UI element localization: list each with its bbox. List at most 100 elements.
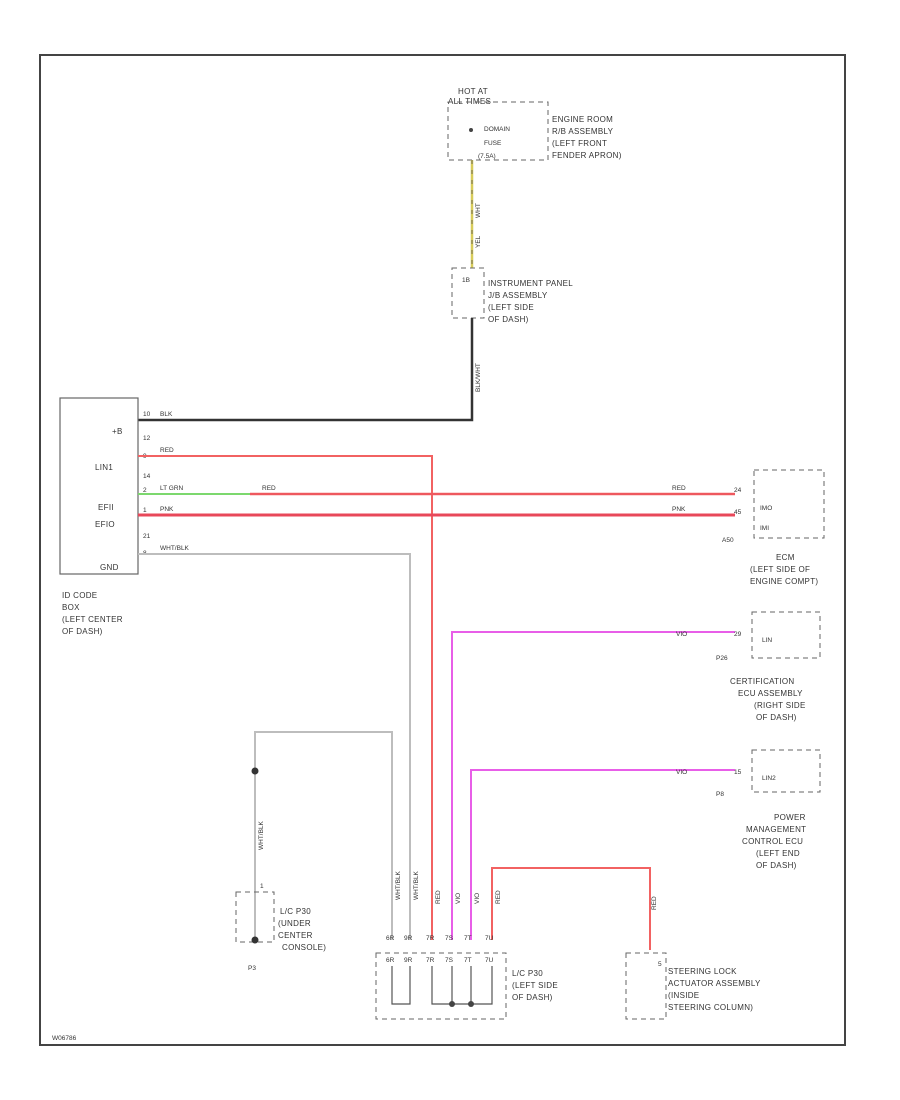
svg-text:CONSOLE): CONSOLE) (282, 943, 326, 952)
svg-text:LIN1: LIN1 (95, 463, 113, 472)
svg-text:ACTUATOR ASSEMBLY: ACTUATOR ASSEMBLY (668, 979, 761, 988)
power-management-ecu: 15 LIN2 P8 POWER MANAGEMENT CONTROL ECU … (716, 749, 821, 870)
instrument-panel-jb: 1B INSTRUMENT PANEL J/B ASSEMBLY (LEFT S… (451, 267, 573, 324)
wire-pwr: VIO (470, 769, 735, 940)
svg-text:ID CODE: ID CODE (62, 591, 97, 600)
svg-text:RED: RED (435, 890, 442, 904)
svg-text:R/B ASSEMBLY: R/B ASSEMBLY (552, 127, 614, 136)
svg-text:CENTER: CENTER (278, 931, 313, 940)
lcp30-connector: 6R 9R 7R 7S 7T 7U 6R 9R 7R 7S 7T 7U L/C … (375, 935, 558, 1020)
svg-text:1: 1 (143, 507, 147, 514)
svg-text:IMI: IMI (760, 525, 769, 532)
svg-text:OF DASH): OF DASH) (512, 993, 553, 1002)
svg-text:9R: 9R (404, 957, 413, 964)
ecm: 24 45 IMO IMI A50 ECM (LEFT SIDE OF ENGI… (722, 469, 825, 586)
svg-text:EFII: EFII (98, 503, 114, 512)
wire-efii: LT GRN RED RED (138, 485, 735, 496)
svg-text:BLK: BLK (160, 411, 173, 418)
svg-text:CONTROL ECU: CONTROL ECU (742, 837, 803, 846)
svg-text:24: 24 (734, 487, 742, 494)
svg-text:POWER: POWER (774, 813, 806, 822)
svg-text:STEERING COLUMN): STEERING COLUMN) (668, 1003, 753, 1012)
svg-text:INSTRUMENT PANEL: INSTRUMENT PANEL (488, 279, 573, 288)
wire-gnd: WHT/BLK (138, 545, 411, 940)
wire-lin1: RED (138, 447, 433, 940)
svg-text:L/C P30: L/C P30 (280, 907, 311, 916)
svg-text:7T: 7T (464, 935, 472, 942)
svg-text:LT GRN: LT GRN (160, 485, 184, 492)
svg-text:(RIGHT SIDE: (RIGHT SIDE (754, 701, 806, 710)
svg-text:(LEFT END: (LEFT END (756, 849, 800, 858)
svg-text:CERTIFICATION: CERTIFICATION (730, 677, 795, 686)
svg-text:RED: RED (262, 485, 276, 492)
svg-text:(LEFT SIDE OF: (LEFT SIDE OF (750, 565, 810, 574)
svg-text:ECM: ECM (776, 553, 795, 562)
svg-text:ENGINE ROOM: ENGINE ROOM (552, 115, 613, 124)
wire-cert: VIO (451, 631, 735, 940)
id-code-box: +B LIN1 EFII EFIO GND 10 12 9 14 2 1 21 … (59, 397, 151, 636)
svg-text:LIN2: LIN2 (762, 775, 776, 782)
svg-text:7S: 7S (445, 957, 454, 964)
svg-text:OF DASH): OF DASH) (756, 713, 797, 722)
svg-text:BOX: BOX (62, 603, 80, 612)
svg-text:DOMAIN: DOMAIN (484, 126, 510, 133)
svg-text:EFIO: EFIO (95, 520, 115, 529)
svg-text:VIO: VIO (676, 769, 687, 776)
svg-text:P8: P8 (716, 791, 724, 798)
svg-text:VIO: VIO (676, 631, 687, 638)
svg-text:(LEFT CENTER: (LEFT CENTER (62, 615, 123, 624)
svg-text:WHT/BLK: WHT/BLK (395, 870, 402, 900)
diagram-frame (39, 54, 846, 1046)
svg-text:7U: 7U (485, 957, 494, 964)
svg-text:6R: 6R (386, 957, 395, 964)
svg-text:STEERING LOCK: STEERING LOCK (668, 967, 737, 976)
svg-text:10: 10 (143, 411, 151, 418)
svg-text:45: 45 (734, 509, 742, 516)
svg-text:OF DASH): OF DASH) (488, 315, 529, 324)
svg-text:WHT/BLK: WHT/BLK (160, 545, 190, 552)
svg-text:7R: 7R (426, 957, 435, 964)
svg-text:PNK: PNK (160, 506, 174, 513)
svg-text:9R: 9R (404, 935, 413, 942)
svg-text:VIO: VIO (474, 893, 481, 904)
svg-text:7T: 7T (464, 957, 472, 964)
svg-text:(INSIDE: (INSIDE (668, 991, 699, 1000)
svg-text:A50: A50 (722, 537, 734, 544)
svg-text:1B: 1B (462, 277, 470, 284)
svg-text:HOT AT: HOT AT (458, 87, 488, 96)
wire-ground: WHT/BLK (251, 731, 393, 940)
wire-efio: PNK PNK (138, 506, 735, 517)
svg-text:OF DASH): OF DASH) (62, 627, 103, 636)
svg-text:(7.5A): (7.5A) (478, 153, 496, 160)
svg-text:FENDER APRON): FENDER APRON) (552, 151, 622, 160)
svg-text:6R: 6R (386, 935, 395, 942)
svg-text:29: 29 (734, 631, 742, 638)
svg-text:7S: 7S (445, 935, 454, 942)
svg-text:2: 2 (143, 487, 147, 494)
wire-steer: RED (491, 867, 658, 950)
svg-text:1: 1 (260, 883, 264, 890)
ground-connector: 1 P3 L/C P30 (UNDER CENTER CONSOLE) (235, 883, 326, 972)
svg-text:IMO: IMO (760, 505, 772, 512)
power-source: HOT AT ALL TIMES DOMAIN FUSE (7.5A) ENGI… (447, 87, 622, 161)
svg-text:WHT/BLK: WHT/BLK (258, 820, 265, 850)
svg-text:RED: RED (651, 896, 658, 910)
svg-text:J/B ASSEMBLY: J/B ASSEMBLY (488, 291, 548, 300)
svg-text:5: 5 (658, 961, 662, 968)
diagram-code: W06786 (52, 1035, 77, 1042)
svg-text:BLK/WHT: BLK/WHT (475, 363, 482, 392)
svg-text:RED: RED (672, 485, 686, 492)
svg-text:ECU ASSEMBLY: ECU ASSEMBLY (738, 689, 803, 698)
svg-text:14: 14 (143, 473, 151, 480)
svg-text:WHT/BLK: WHT/BLK (413, 870, 420, 900)
svg-text:21: 21 (143, 533, 151, 540)
wire-fuse-to-jb: WHT YEL (470, 160, 482, 268)
svg-text:RED: RED (495, 890, 502, 904)
svg-text:PNK: PNK (672, 506, 686, 513)
svg-text:12: 12 (143, 435, 151, 442)
svg-text:(LEFT SIDE: (LEFT SIDE (512, 981, 558, 990)
svg-text:(UNDER: (UNDER (278, 919, 311, 928)
svg-text:WHT: WHT (475, 203, 482, 218)
svg-text:P26: P26 (716, 655, 728, 662)
